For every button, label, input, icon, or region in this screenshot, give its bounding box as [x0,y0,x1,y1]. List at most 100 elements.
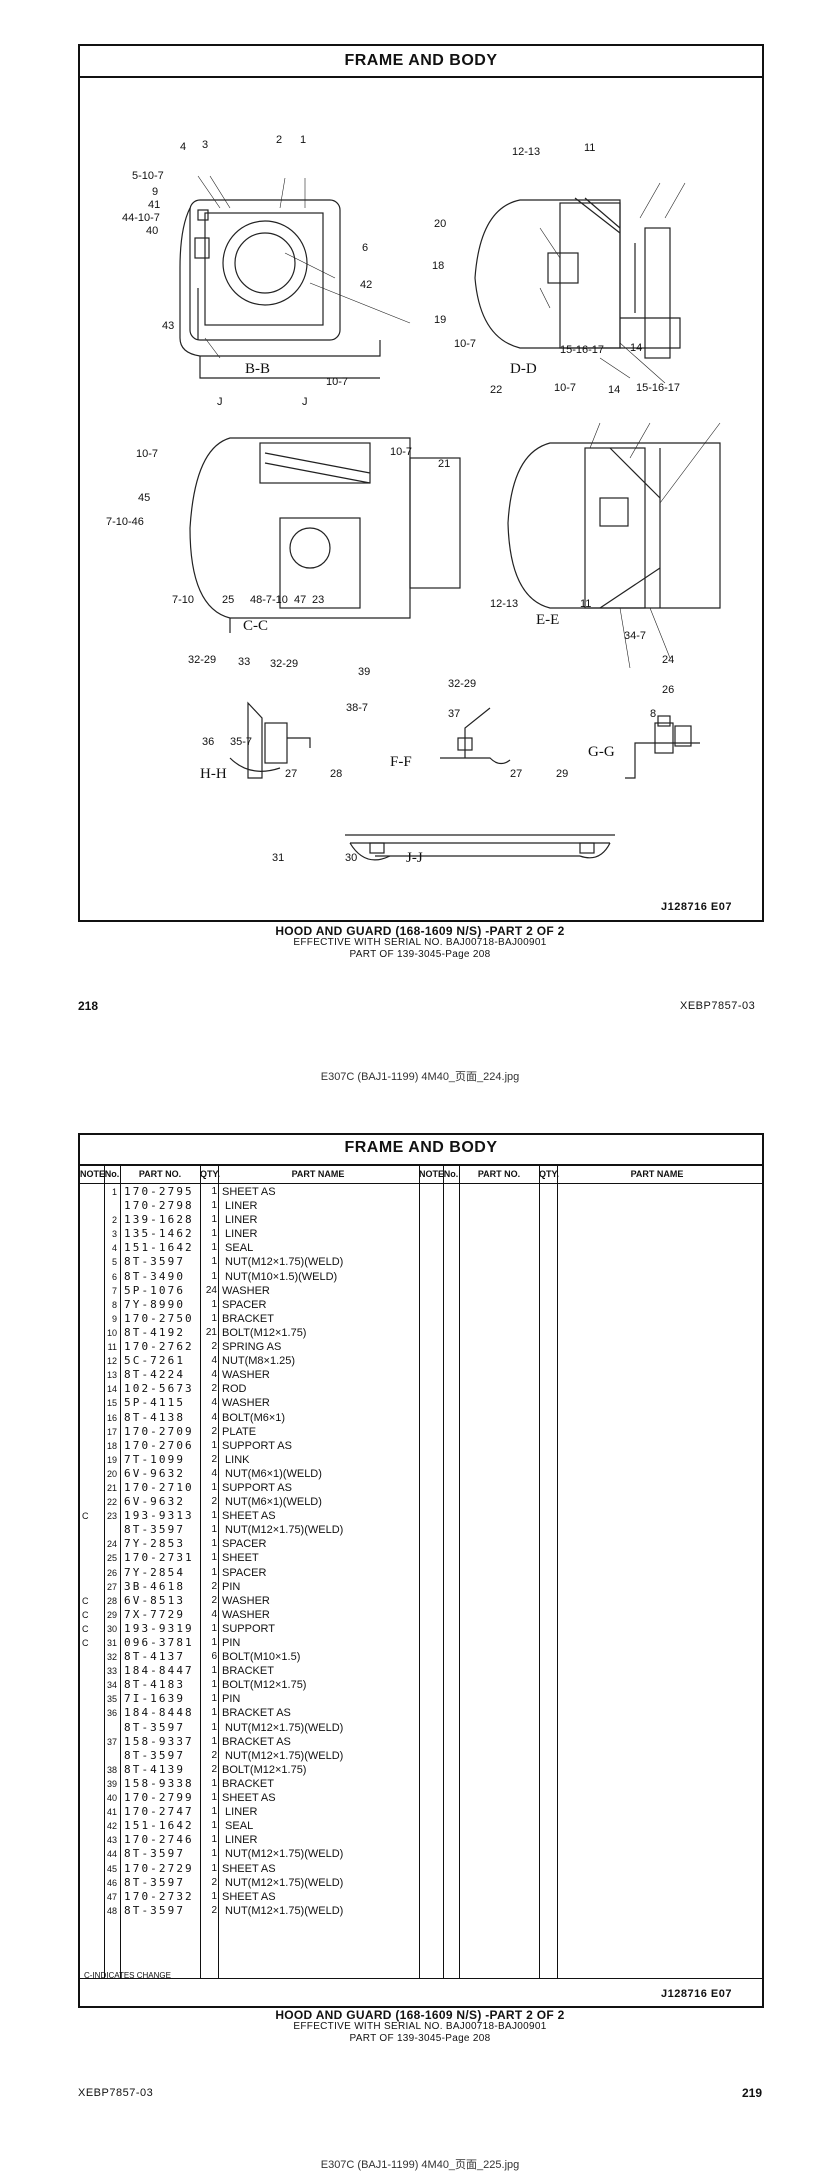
callout: 21 [438,458,451,470]
part-number-cell: 8T-3597 [124,1875,186,1889]
ref-number-cell: 8 [111,1299,117,1310]
callout: 11 [580,598,592,610]
callout: 15-16-17 [560,344,605,356]
part-name-cell: BOLT(M12×1.75) [222,1763,307,1776]
part-name-cell: BRACKET [222,1665,274,1678]
part-number-cell: 8T-4224 [124,1368,186,1382]
part-number-cell: 8T-4138 [124,1410,186,1424]
column-divider [419,1166,420,1978]
part-name-cell: NUT(M12×1.75)(WELD) [222,1256,344,1269]
part-number-cell: 8T-4192 [124,1325,186,1339]
quantity-cell: 1 [211,1439,217,1451]
ref-number-cell: 17 [106,1426,117,1437]
part-name-cell: ROD [222,1383,247,1396]
part-number-cell: 170-2709 [124,1424,194,1438]
callout: 32-29 [270,658,299,670]
note-cell: C [82,1638,89,1648]
callout: 28 [330,768,343,780]
callout: 25 [222,594,235,606]
view-bb-drawing [179,199,381,379]
part-number-cell: 170-2795 [124,1185,194,1198]
part-number-cell: 170-2750 [124,1311,194,1325]
callout: 30 [345,852,358,864]
part-name-cell: NUT(M12×1.75)(WELD) [222,1749,344,1762]
quantity-cell: 1 [211,1186,217,1197]
part-number-cell: 193-9319 [124,1621,194,1635]
quantity-cell: 1 [211,1214,217,1226]
part-number-cell: 8T-3597 [124,1847,186,1861]
callout: 8 [650,708,657,720]
header-no: No. [443,1169,459,1179]
ref-number-cell: 4 [111,1243,117,1254]
column-divider [557,1166,558,1978]
figure-caption: HOOD AND GUARD (168-1609 N/S) -PART 2 OF… [0,925,840,961]
view-label: G-G [588,744,615,760]
view-label: E-E [536,612,560,628]
part-number-cell: 193-9313 [124,1509,194,1523]
quantity-cell: 2 [211,1763,217,1775]
callout: 36 [202,736,215,748]
part-name-cell: LINK [222,1453,250,1466]
ref-number-cell: 20 [106,1468,117,1479]
part-number-cell: 170-2729 [124,1861,194,1875]
ref-number-cell: 46 [106,1877,117,1888]
callout: 38-7 [346,702,369,714]
callout: 44-10-7 [122,212,160,224]
ref-number-cell: 40 [106,1793,117,1804]
ref-number-cell: 2 [111,1215,117,1226]
ref-number-cell: 45 [106,1863,117,1874]
title-divider [80,1164,762,1166]
callout: 12-13 [490,598,519,610]
caption-title: HOOD AND GUARD (168-1609 N/S) -PART 2 OF… [275,2008,565,2022]
ref-number-cell: 34 [106,1680,117,1691]
quantity-cell: 1 [211,1777,217,1789]
part-number-cell: 7Y-2853 [124,1537,186,1551]
view-ff-drawing [440,707,511,765]
ref-number-cell: 37 [106,1736,117,1747]
callout: 43 [162,320,175,332]
callout: 24 [662,654,675,666]
quantity-cell: 1 [211,1200,217,1212]
note-cell: C [82,1595,89,1606]
callout: 6 [362,242,369,254]
column-divider [218,1166,219,1978]
figure-caption: HOOD AND GUARD (168-1609 N/S) -PART 2 OF… [0,2009,840,2045]
callout: 37 [448,708,461,720]
page-number: 219 [742,2086,763,2100]
callout: 10-7 [554,382,577,394]
part-number-cell: 151-1642 [124,1819,194,1833]
view-label: F-F [390,754,412,770]
ref-number-cell: 29 [106,1609,117,1620]
callout: 27 [510,768,523,780]
ref-number-cell: 25 [106,1553,117,1564]
part-number-cell: 158-9337 [124,1734,194,1748]
quantity-cell: 1 [211,1552,217,1564]
ref-number-cell: 12 [106,1356,117,1367]
ref-number-cell: 39 [106,1778,117,1789]
quantity-cell: 1 [211,1298,217,1310]
quantity-cell: 2 [211,1749,217,1761]
header-part-no: PART NO. [477,1169,521,1179]
part-name-cell: BOLT(M6×1) [222,1411,286,1424]
column-divider [539,1166,540,1978]
ref-number-cell: 11 [107,1342,117,1353]
callout: 20 [434,218,447,230]
callout: 18 [432,260,445,272]
callout: 42 [360,279,373,291]
header-no: No. [104,1169,120,1179]
callout: 29 [556,768,569,780]
part-number-cell: 170-2798 [124,1199,194,1213]
part-name-cell: SHEET AS [222,1510,276,1523]
view-ee-drawing [507,442,721,609]
